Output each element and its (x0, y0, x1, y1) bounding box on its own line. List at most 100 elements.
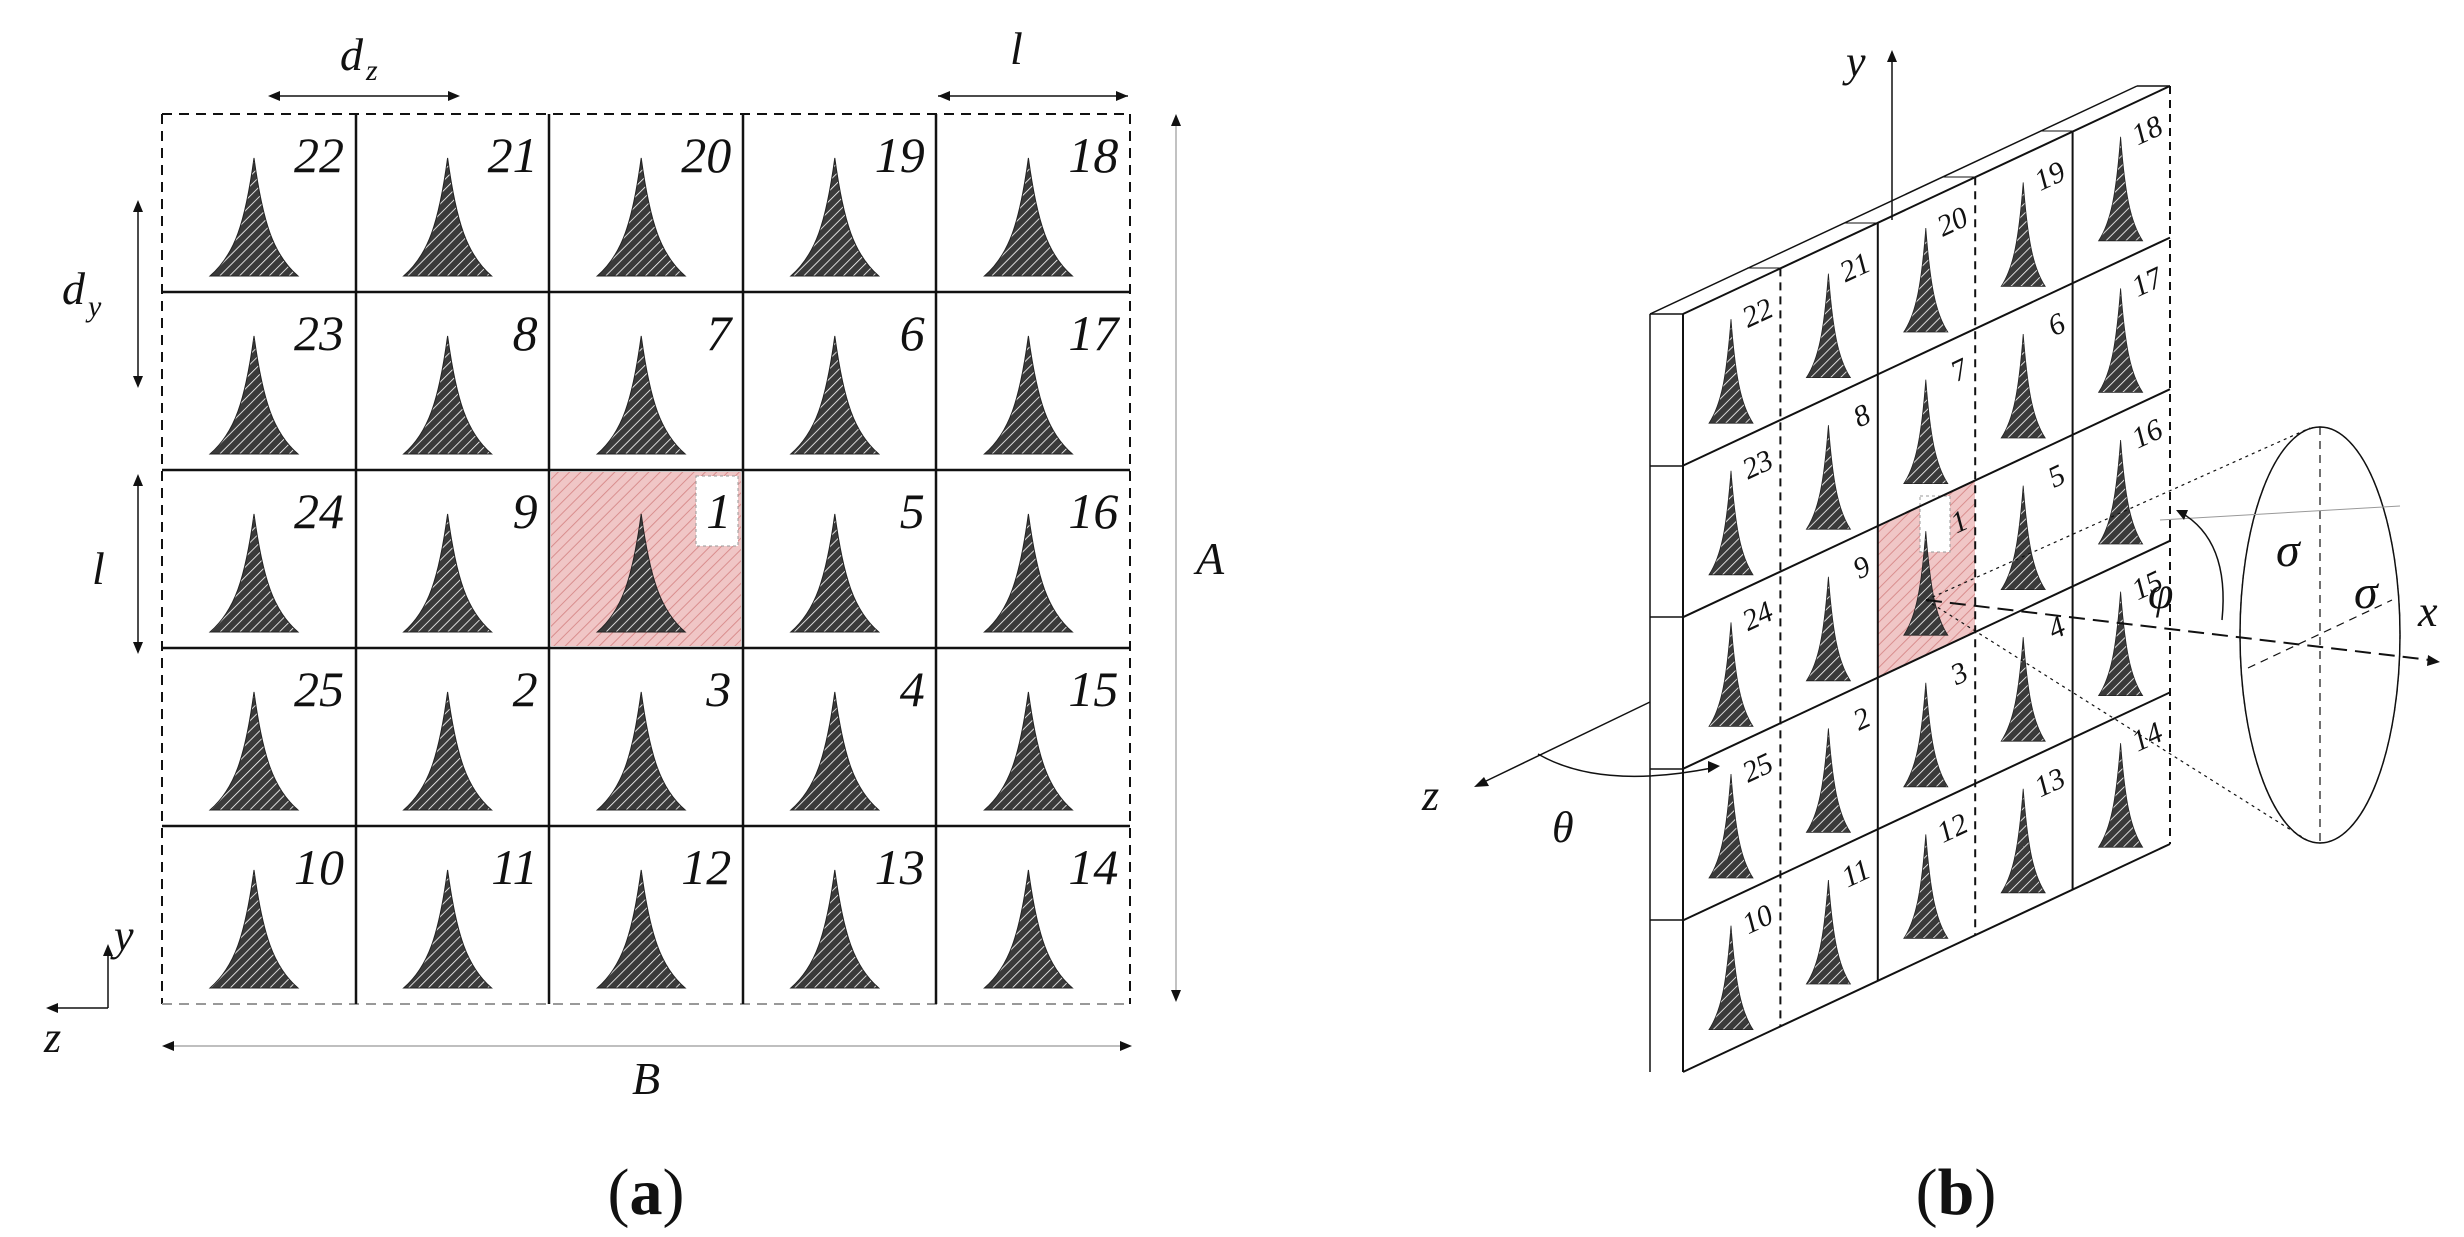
cell-number: 20 (1932, 201, 1973, 244)
cell-a: 1 (595, 483, 731, 633)
cell-number: 3 (1945, 655, 1973, 692)
panel-thickness (1649, 85, 2170, 1072)
cone-shape (789, 335, 881, 455)
cone-shape (1805, 879, 1852, 985)
cell-a: 13 (789, 839, 925, 989)
cell-b: 3 (1903, 655, 1973, 788)
cone-shape (402, 335, 493, 455)
cone-shape (1903, 531, 1949, 636)
cell-number: 18 (2127, 109, 2168, 152)
cell-number: 23 (1737, 443, 1778, 486)
cone-shape (595, 157, 687, 277)
cone-shape (1903, 379, 1949, 484)
cone-shape (208, 335, 300, 455)
cell-a: 15 (983, 661, 1118, 811)
cone: σ σ (1925, 426, 2401, 844)
cone-shape (983, 335, 1074, 455)
cone-shape (1805, 728, 1852, 833)
cell-b: 23 (1708, 443, 1778, 576)
cone-shape (2000, 182, 2046, 287)
cell-a: 25 (208, 661, 344, 811)
highlight-label-box (695, 475, 739, 547)
cell-number: 3 (705, 661, 731, 717)
cell-b: 10 (1708, 898, 1778, 1030)
cone-shape (983, 513, 1074, 633)
cone-shape (2000, 788, 2046, 894)
cone-shape (983, 157, 1074, 277)
cell-b: 4 (2000, 610, 2070, 742)
cell-number: 12 (681, 839, 731, 895)
grid-line-b (1682, 236, 2171, 467)
cone-shape (2000, 485, 2046, 590)
cone-shape (595, 691, 687, 811)
cells-b: 2221201918238761724915162523415101112131… (1682, 109, 2171, 1030)
dimension-dz: d z (268, 29, 460, 101)
cone-shape (2000, 333, 2046, 439)
axis-y-label: y (110, 911, 134, 960)
cone-shape (983, 691, 1074, 811)
cone-shape (1903, 682, 1949, 788)
caption-b: (b) (1916, 1156, 1997, 1229)
cone-shape (1708, 622, 1754, 727)
cell-b: 24 (1708, 595, 1778, 727)
cell-number: 6 (2043, 307, 2071, 343)
cell-b: 8 (1805, 398, 1876, 530)
cell-a: 12 (595, 839, 731, 989)
cell-number: 20 (681, 127, 731, 183)
label-theta: θ (1552, 803, 1574, 852)
cell-b: 16 (2097, 413, 2168, 545)
cell-a: 10 (208, 839, 344, 989)
axis-z-b: z (1421, 701, 1651, 820)
cell-number: 10 (294, 839, 344, 895)
cell-number: 19 (2029, 155, 2070, 198)
cell-number: 11 (1836, 853, 1875, 895)
cell-number: 17 (2127, 260, 2170, 303)
cell-a: 8 (402, 305, 538, 455)
cell-number: 14 (2127, 716, 2168, 759)
cell-b: 19 (2000, 155, 2070, 287)
cell-number: 6 (900, 305, 925, 361)
label-b: B (632, 1053, 660, 1104)
label-dy: d (62, 263, 86, 314)
cell-a: 20 (595, 127, 731, 277)
cone-shape (789, 691, 881, 811)
cell-number: 1 (706, 483, 731, 539)
cone-shape (208, 513, 300, 633)
cell-number: 19 (875, 127, 925, 183)
dimension-l-top: l (938, 23, 1128, 101)
cell-number: 4 (900, 661, 925, 717)
axis-z-b-label: z (1421, 771, 1439, 820)
cone-shape (595, 335, 687, 455)
cell-number: 16 (1068, 483, 1118, 539)
dimension-dy: d y (62, 200, 143, 388)
cell-number: 10 (1737, 898, 1778, 941)
grid-inner-lines (162, 114, 1130, 1004)
cell-b: 7 (1903, 351, 1975, 484)
cell-number: 5 (900, 483, 925, 539)
cell-number: 24 (294, 483, 344, 539)
cell-b: 20 (1903, 201, 1973, 333)
dimension-l-left: l (92, 474, 143, 654)
label-a: A (1193, 533, 1225, 584)
cell-b: 6 (2000, 307, 2071, 439)
cell-a: 7 (595, 305, 733, 455)
theta-arc: θ (1537, 753, 1720, 852)
label-dz-sub: z (365, 54, 378, 87)
cell-a: 4 (789, 661, 925, 811)
cone-shape (402, 691, 493, 811)
cell-b: 13 (2000, 761, 2070, 894)
cell-number: 21 (488, 127, 538, 183)
grid-line-b (1682, 539, 2171, 770)
axis-z-label: z (43, 1013, 61, 1062)
cell-number: 24 (1737, 595, 1778, 638)
cell-a: 3 (595, 661, 731, 811)
cell-a: 9 (402, 483, 538, 633)
cell-number: 14 (1068, 839, 1118, 895)
cell-number: 11 (491, 839, 537, 895)
cone-shape (595, 513, 687, 633)
cone-shape (1708, 470, 1754, 576)
cone-shape (595, 869, 687, 989)
cell-b: 9 (1805, 549, 1876, 682)
axis-y-b-label: y (1842, 37, 1866, 86)
